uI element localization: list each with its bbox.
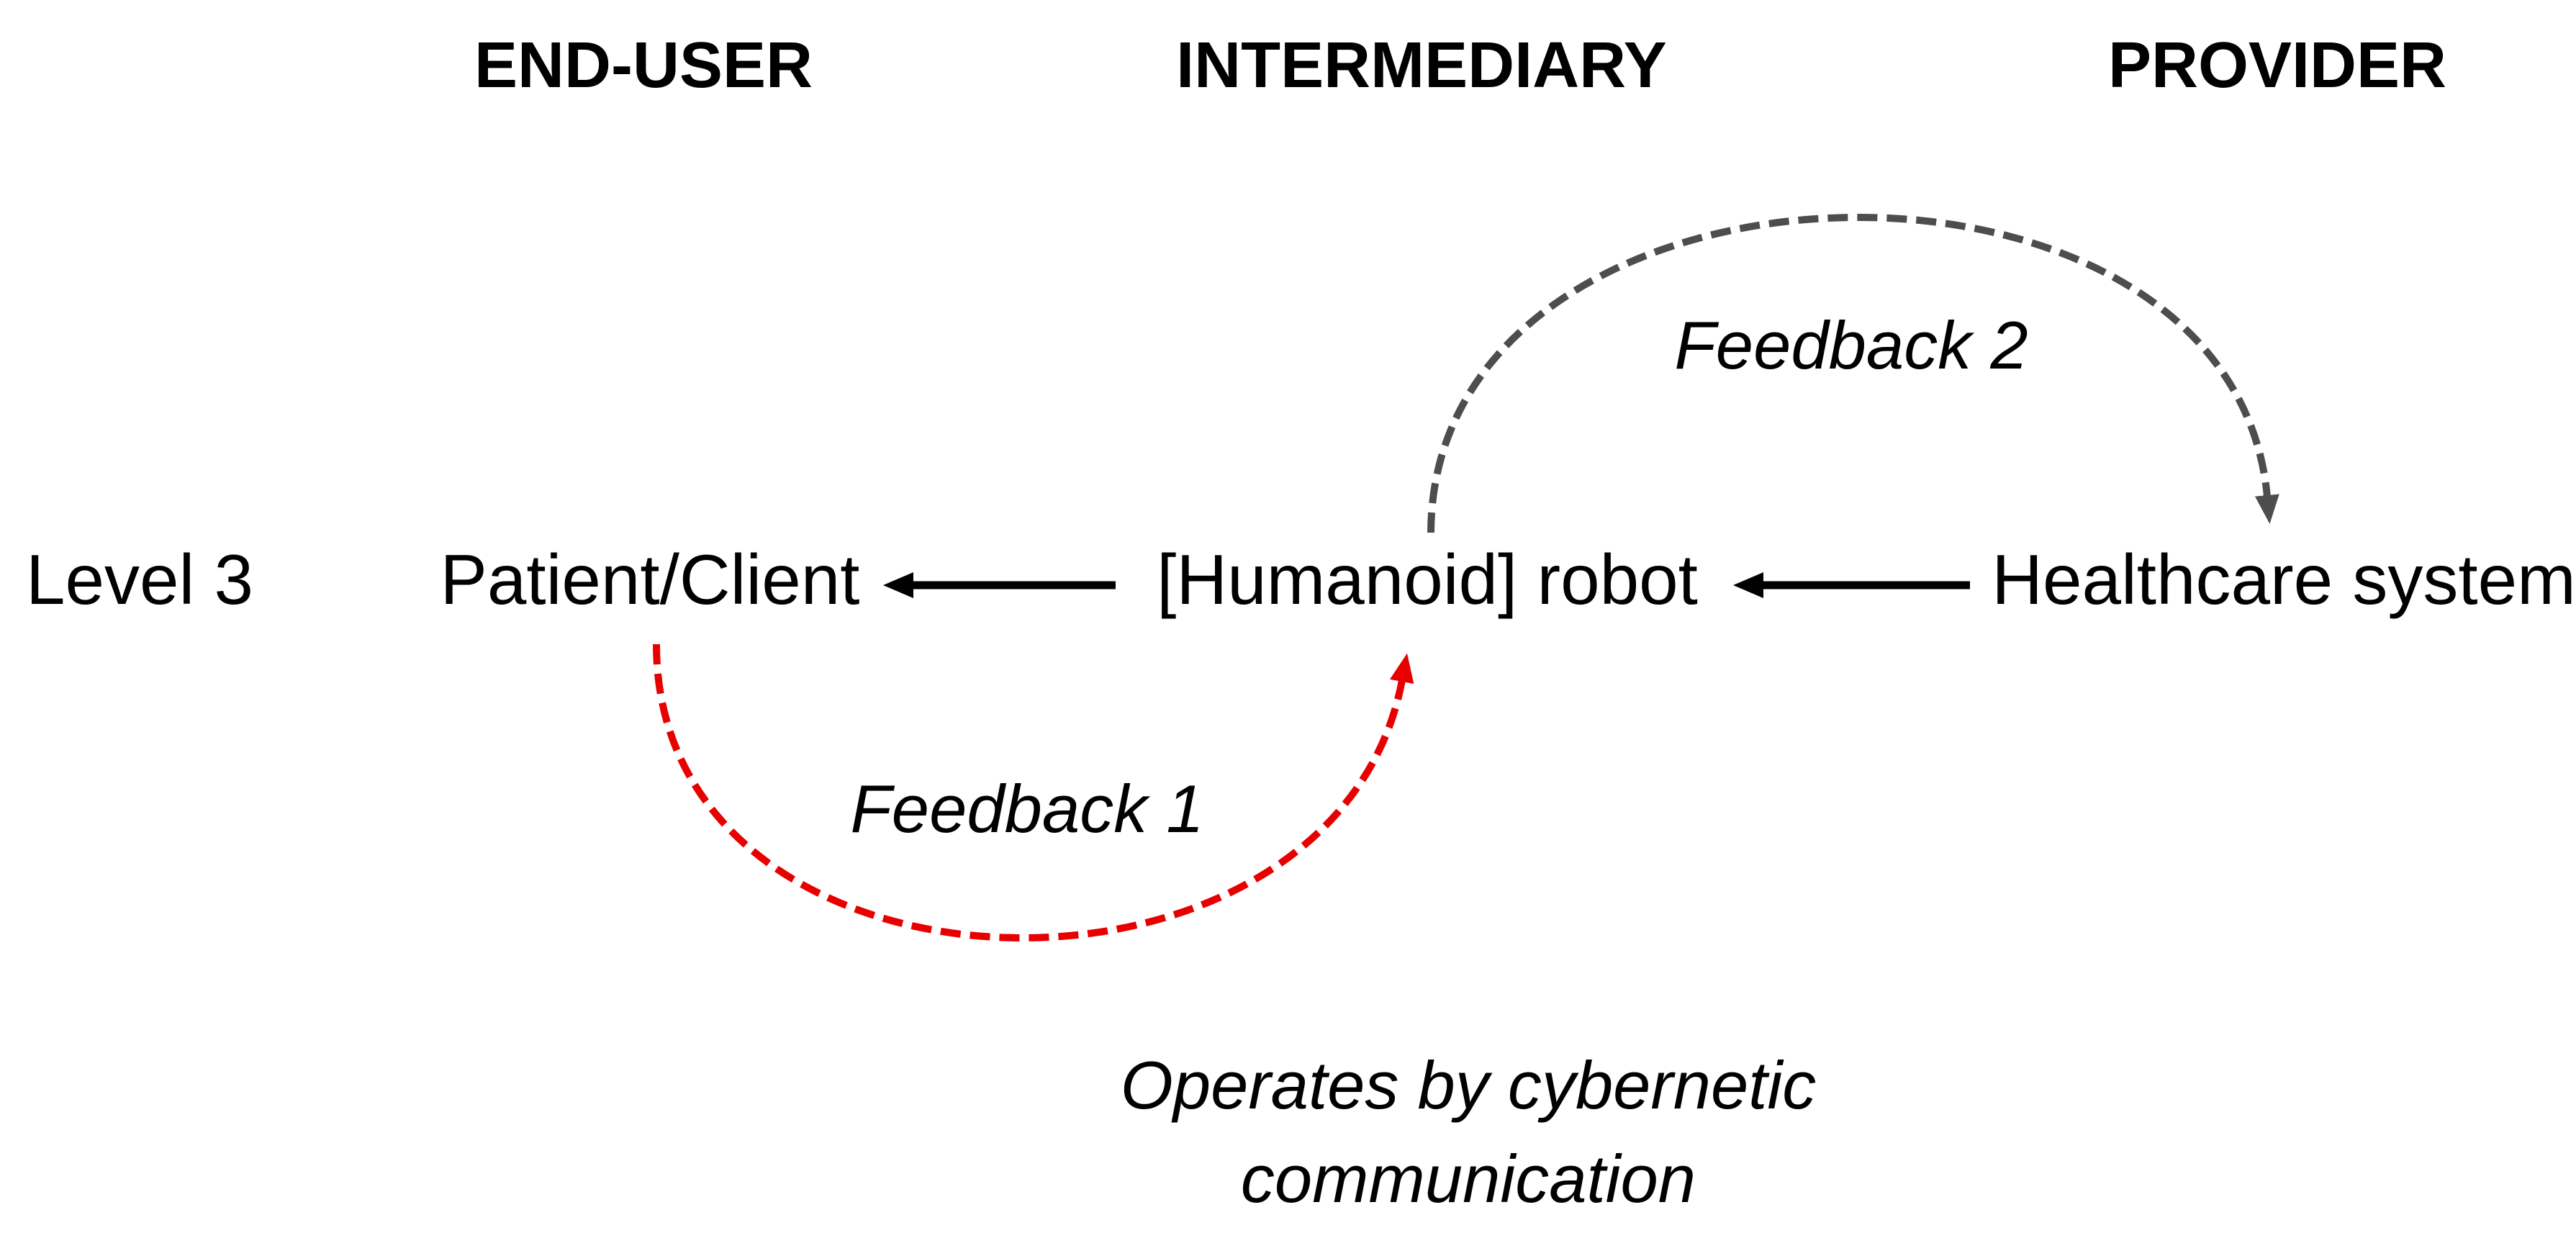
column-header-end-user: END-USER xyxy=(474,30,813,101)
operation-caption: Operates by cybernetic communication xyxy=(1121,1039,1817,1226)
column-header-intermediary: INTERMEDIARY xyxy=(1176,30,1667,101)
node-healthcare-system: Healthcare system xyxy=(1992,540,2576,619)
operation-caption-line2: communication xyxy=(1240,1141,1696,1216)
column-header-provider: PROVIDER xyxy=(2107,30,2447,101)
feedback-2-label: Feedback 2 xyxy=(1674,307,2028,383)
node-patient-client: Patient/Client xyxy=(440,540,860,619)
feedback1-arc xyxy=(653,643,1414,941)
feedback2-arc xyxy=(1427,213,2279,533)
operation-caption-line1: Operates by cybernetic xyxy=(1120,1047,1817,1123)
level-label: Level 3 xyxy=(26,540,254,619)
node-humanoid-robot: [Humanoid] robot xyxy=(1157,540,1698,619)
feedback-1-label: Feedback 1 xyxy=(850,771,1204,846)
